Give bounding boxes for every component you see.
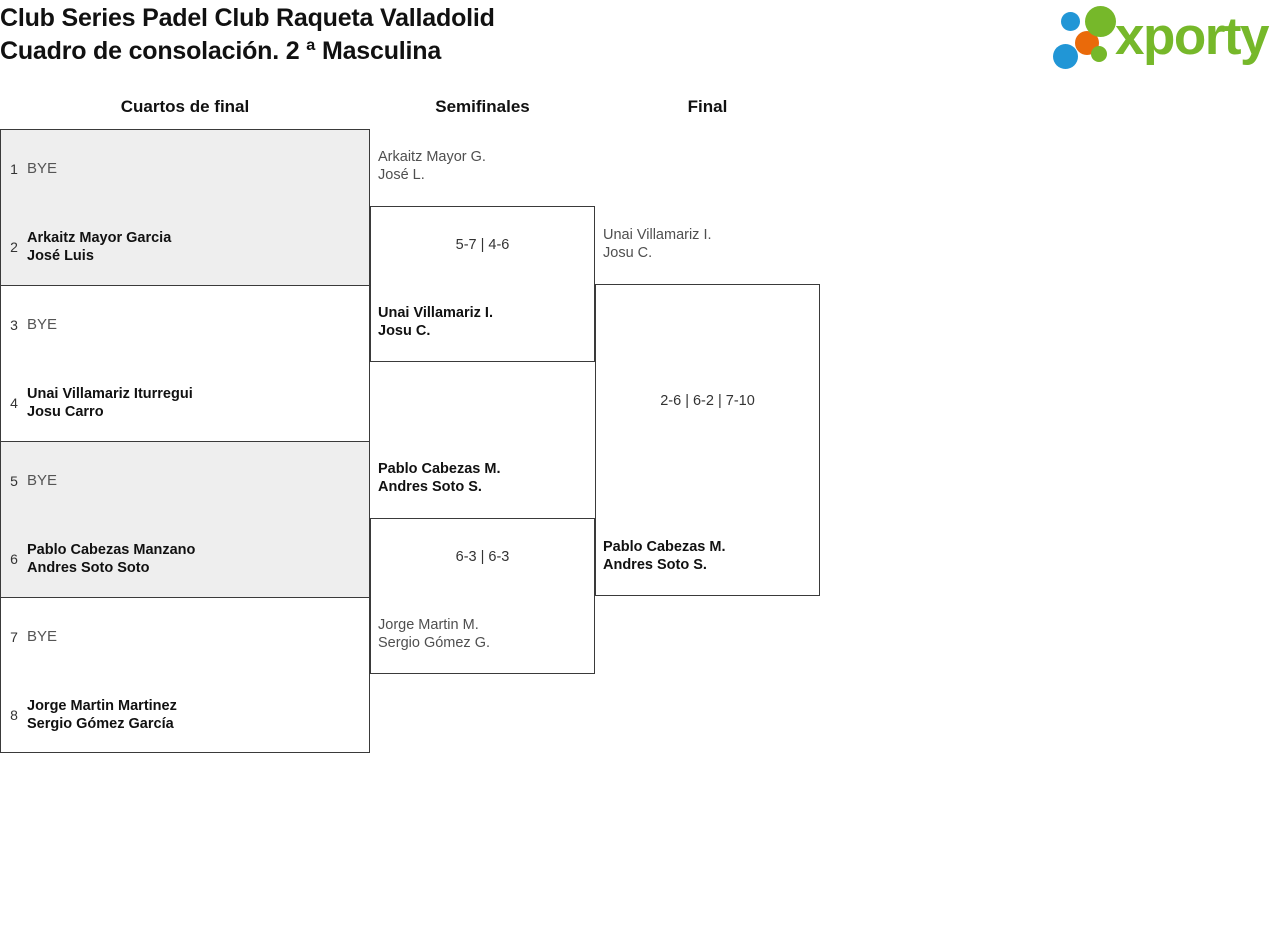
match-slot-top[interactable]: 3 BYE [1, 286, 371, 364]
match-quarterfinal-3[interactable]: 5 BYE 6 Pablo Cabezas Manzano Andres Sot… [0, 441, 370, 597]
team-line: Unai Villamariz I. [378, 305, 493, 321]
match-slot-bottom[interactable]: 8 Jorge Martin Martinez Sergio Gómez Gar… [1, 676, 371, 754]
logo-dot-green-large [1085, 6, 1116, 37]
logo-dots-icon [1053, 6, 1121, 69]
team-line: Andres Soto Soto [27, 560, 150, 576]
team-line: Sergio Gómez G. [378, 635, 491, 651]
team-line: Andres Soto S. [378, 479, 482, 495]
semifinal-1-team-bottom: Unai Villamariz I. Josu C. [370, 304, 585, 340]
match-quarterfinal-2[interactable]: 3 BYE 4 Unai Villamariz Iturregui Josu C… [0, 285, 370, 441]
team-line: José L. [378, 167, 425, 183]
team-line: Pablo Cabezas Manzano [27, 542, 196, 558]
final-team-top: Unai Villamariz I. Josu C. [595, 226, 810, 262]
match-slot-bottom[interactable]: 6 Pablo Cabezas Manzano Andres Soto Soto [1, 520, 371, 598]
team-line: Jorge Martin Martinez [27, 698, 177, 714]
seed-number: 8 [10, 707, 18, 723]
match-semifinal-1[interactable] [370, 206, 595, 362]
semifinal-2-team-top: Pablo Cabezas M. Andres Soto S. [370, 460, 585, 496]
seed-number: 5 [10, 473, 18, 489]
logo-dot-blue-bottom [1053, 44, 1078, 69]
team-line: Sergio Gómez García [27, 716, 174, 732]
logo-dot-blue-top [1061, 12, 1080, 31]
team-line: Josu Carro [27, 404, 104, 420]
team-line: BYE [27, 628, 58, 645]
team-line: Josu C. [378, 323, 431, 339]
seed-number: 3 [10, 317, 18, 333]
match-semifinal-2[interactable] [370, 518, 595, 674]
match-quarterfinal-1[interactable]: 1 BYE 2 Arkaitz Mayor Garcia José Luis [0, 129, 370, 285]
round-header-quarterfinals: Cuartos de final [120, 97, 250, 116]
page-title: Club Series Padel Club Raqueta Valladoli… [0, 2, 900, 68]
seed-number: 2 [10, 239, 18, 255]
match-quarterfinal-4[interactable]: 7 BYE 8 Jorge Martin Martinez Sergio Góm… [0, 597, 370, 753]
round-header-final: Final [687, 97, 728, 116]
team-name-block: Pablo Cabezas Manzano Andres Soto Soto [27, 541, 371, 577]
semifinal-1-score: 5-7 | 4-6 [455, 237, 510, 253]
team-line: Unai Villamariz I. [603, 227, 712, 243]
round-header-semifinals: Semifinales [435, 97, 530, 116]
semifinal-2-team-bottom: Jorge Martin M. Sergio Gómez G. [370, 616, 585, 652]
semifinal-2-score: 6-3 | 6-3 [455, 549, 510, 565]
team-name-block: BYE [27, 628, 371, 646]
seed-number: 4 [10, 395, 18, 411]
team-line: BYE [27, 316, 58, 333]
team-line: José Luis [27, 248, 94, 264]
match-slot-bottom[interactable]: 2 Arkaitz Mayor Garcia José Luis [1, 208, 371, 286]
team-line: Andres Soto S. [603, 557, 707, 573]
team-line: Pablo Cabezas M. [378, 461, 501, 477]
logo-wordmark: xporty [1115, 7, 1269, 66]
match-slot-top[interactable]: 5 BYE [1, 442, 371, 520]
team-name-block: Arkaitz Mayor Garcia José Luis [27, 229, 371, 265]
team-line: Arkaitz Mayor Garcia [27, 230, 172, 246]
team-name-block: Jorge Martin Martinez Sergio Gómez Garcí… [27, 697, 371, 733]
team-name-block: BYE [27, 472, 371, 490]
title-line-1: Club Series Padel Club Raqueta Valladoli… [0, 4, 495, 32]
team-line: BYE [27, 160, 58, 177]
page-header: Club Series Padel Club Raqueta Valladoli… [0, 0, 1280, 80]
title-line-2: Cuadro de consolación. 2 ª Masculina [0, 37, 442, 65]
logo-dot-green-small [1091, 46, 1107, 62]
final-score: 2-6 | 6-2 | 7-10 [660, 393, 755, 409]
team-line: Jorge Martin M. [378, 617, 479, 633]
semifinal-1-team-top: Arkaitz Mayor G. José L. [370, 148, 585, 184]
match-slot-top[interactable]: 7 BYE [1, 598, 371, 676]
team-name-block: BYE [27, 160, 371, 178]
team-name-block: Unai Villamariz Iturregui Josu Carro [27, 385, 371, 421]
match-slot-top[interactable]: 1 BYE [1, 130, 371, 208]
seed-number: 6 [10, 551, 18, 567]
xporty-logo[interactable]: xporty [1053, 6, 1275, 69]
final-team-bottom: Pablo Cabezas M. Andres Soto S. [595, 538, 810, 574]
team-line: Unai Villamariz Iturregui [27, 386, 193, 402]
seed-number: 1 [10, 161, 18, 177]
seed-number: 7 [10, 629, 18, 645]
team-line: Pablo Cabezas M. [603, 539, 726, 555]
match-slot-bottom[interactable]: 4 Unai Villamariz Iturregui Josu Carro [1, 364, 371, 442]
team-line: Arkaitz Mayor G. [378, 149, 486, 165]
team-line: Josu C. [603, 245, 653, 261]
match-final[interactable] [595, 284, 820, 596]
team-name-block: BYE [27, 316, 371, 334]
team-line: BYE [27, 472, 58, 489]
